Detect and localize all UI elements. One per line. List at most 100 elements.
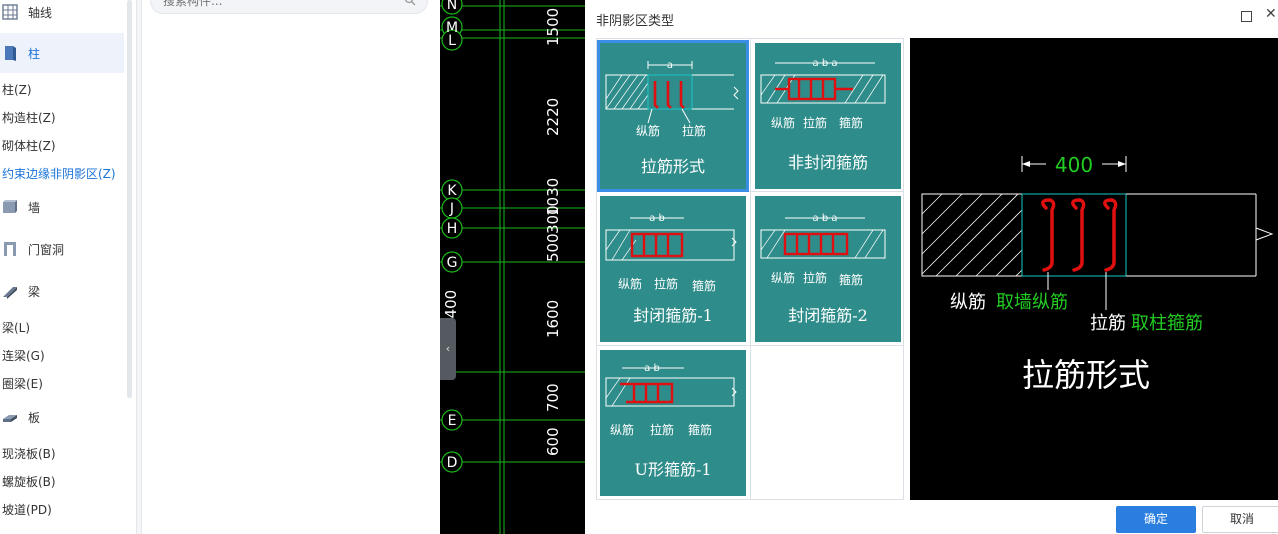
closed-stirrup-2-diagram: a b a 纵筋 拉筋 箍筋 <box>760 213 886 287</box>
sidebar-item-ring-beam[interactable]: 圈梁(E) <box>2 377 43 391</box>
longitudinal-bar-label: 纵筋 <box>950 292 986 313</box>
sidebar-item-ramp[interactable]: 坡道(PD) <box>2 503 52 517</box>
dimension-label: a b <box>644 363 660 374</box>
dimension-text: 300 <box>544 205 562 234</box>
axis-label: L <box>448 33 456 49</box>
search-icon[interactable] <box>404 0 416 6</box>
sidebar-item-coupling-beam[interactable]: 连梁(G) <box>2 349 45 363</box>
option-label: 拉筋形式 <box>640 157 705 176</box>
ok-button[interactable]: 确定 <box>1116 506 1196 533</box>
category-door-window[interactable]: 门窗洞 <box>0 229 124 269</box>
axis-label: H <box>447 221 458 237</box>
dimension-label: a b a <box>813 58 838 69</box>
dimension-text: 700 <box>544 383 562 412</box>
component-list-panel <box>142 0 440 534</box>
sidebar-item-column[interactable]: 柱(Z) <box>2 83 32 97</box>
sidebar-item-spiral-slab[interactable]: 螺旋板(B) <box>2 475 56 489</box>
door-icon <box>4 242 16 256</box>
category-label: 轴线 <box>28 5 53 20</box>
dimension-text: 600 <box>544 427 562 456</box>
sidebar-item-masonry-column[interactable]: 砌体柱(Z) <box>2 139 56 153</box>
category-axis[interactable]: 轴线 <box>0 0 124 32</box>
dimension-text: 1500 <box>544 8 562 46</box>
axis-label: D <box>447 455 458 471</box>
tie-bar-label: 拉筋 <box>803 115 827 130</box>
category-wall[interactable]: 墙 <box>0 187 124 227</box>
open-stirrup-diagram: a b a 纵筋 拉筋 箍筋 <box>760 58 886 130</box>
axis-label: J <box>449 201 454 217</box>
longitudinal-bar-label: 纵筋 <box>771 115 795 130</box>
option-closed-stirrup-1[interactable]: a b 纵筋 拉筋 箍筋 封闭箍筋-1 <box>600 196 746 342</box>
panel-divider[interactable] <box>136 0 142 534</box>
dimension-label: a b <box>649 213 665 224</box>
tie-bar-source: 取柱箍筋 <box>1131 313 1203 334</box>
slab-icon <box>3 415 17 422</box>
category-label: 板 <box>28 410 41 425</box>
sidebar-item-beam[interactable]: 梁(L) <box>2 321 31 335</box>
dialog-title: 非阴影区类型 <box>596 14 675 29</box>
beam-icon <box>3 287 17 299</box>
stirrup-label: 箍筋 <box>839 115 863 130</box>
tie-bar-label: 拉筋 <box>803 270 827 285</box>
option-tie-bar-type[interactable]: a 纵筋 拉筋 拉筋形式 <box>597 40 749 192</box>
sidebar-scrollbar[interactable] <box>127 0 132 398</box>
dimension-text: 1030 <box>544 178 562 216</box>
option-grid: a 纵筋 拉筋 拉筋形式 a b a 纵筋 拉筋 <box>596 38 904 500</box>
close-icon[interactable]: ✕ <box>1265 6 1277 22</box>
search-input[interactable] <box>150 0 428 14</box>
wall-icon <box>3 200 17 213</box>
category-beam[interactable]: 梁 <box>0 271 124 311</box>
dimension-text: 1600 <box>544 300 562 338</box>
sidebar-item-non-shadow-zone[interactable]: 约束边缘非阴影区(Z) <box>2 167 116 181</box>
dimension-label: a <box>667 60 673 71</box>
preview-title: 拉筋形式 <box>1022 356 1151 394</box>
preview-diagram: 400 <box>921 152 1274 310</box>
category-label: 柱 <box>28 46 41 61</box>
longitudinal-bar-label: 纵筋 <box>636 123 660 138</box>
stirrup-label: 箍筋 <box>688 422 712 437</box>
axis-label: K <box>447 183 457 199</box>
stirrup-label: 箍筋 <box>839 272 863 287</box>
stirrup-label: 箍筋 <box>692 278 716 293</box>
preview-panel: 400 纵筋 取墙纵筋 拉筋 取柱箍筋 拉筋形式 <box>910 38 1278 500</box>
cad-drawing: N M L K J H G E D 1500 2220 1030 300 500… <box>440 0 585 534</box>
longitudinal-bar-source: 取墙纵筋 <box>996 292 1068 313</box>
option-label: 非封闭箍筋 <box>787 153 868 172</box>
tie-bar-label: 拉筋 <box>654 276 678 291</box>
option-label: 封闭箍筋-1 <box>633 306 713 325</box>
closed-stirrup-1-diagram: a b 纵筋 拉筋 箍筋 <box>605 213 737 293</box>
column-icon <box>5 46 16 61</box>
category-label: 墙 <box>28 200 41 215</box>
u-stirrup-diagram: a b 纵筋 拉筋 箍筋 <box>605 363 737 437</box>
dimension-text: 500 <box>544 233 562 262</box>
axis-label: N <box>447 0 457 13</box>
cancel-button[interactable]: 取消 <box>1202 506 1278 533</box>
collapse-panel-toggle[interactable]: ‹ <box>440 318 456 380</box>
sidebar-item-constructional-column[interactable]: 构造柱(Z) <box>2 111 56 125</box>
tie-bar-label: 拉筋 <box>682 123 706 138</box>
option-label: U形箍筋-1 <box>634 460 712 479</box>
longitudinal-bar-label: 纵筋 <box>618 276 642 291</box>
option-closed-stirrup-2[interactable]: a b a 纵筋 拉筋 箍筋 封闭箍筋-2 <box>755 196 901 342</box>
axis-label: G <box>447 255 458 271</box>
longitudinal-bar-label: 纵筋 <box>610 422 634 437</box>
category-column[interactable]: 柱 <box>0 33 124 73</box>
dimension-label: a b a <box>813 213 838 224</box>
preview-dimension: 400 <box>1055 153 1093 177</box>
non-shadow-zone-type-dialog: 非阴影区类型 ✕ a 纵筋 拉筋 拉筋形式 <box>585 0 1278 534</box>
category-label: 梁 <box>28 284 41 299</box>
dimension-text: 2220 <box>544 98 562 136</box>
axis-label: M <box>446 20 458 36</box>
tie-bar-label: 拉筋 <box>1090 313 1126 334</box>
category-label: 门窗洞 <box>28 242 65 257</box>
axis-label: E <box>448 413 457 429</box>
option-u-stirrup-1[interactable]: a b 纵筋 拉筋 箍筋 U形箍筋-1 <box>600 350 746 496</box>
sidebar-item-cast-slab[interactable]: 现浇板(B) <box>2 447 56 461</box>
cad-canvas[interactable]: N M L K J H G E D 1500 2220 1030 300 500… <box>440 0 585 534</box>
maximize-icon[interactable] <box>1241 11 1252 22</box>
grid-icon <box>2 4 18 20</box>
category-slab[interactable]: 板 <box>0 397 124 437</box>
tie-bar-diagram: a 纵筋 拉筋 <box>605 60 739 138</box>
component-sidebar: 轴线 柱 柱(Z) 构造柱(Z) 砌体柱(Z) 约束边缘非阴影区(Z) 墙 门窗… <box>0 0 130 534</box>
option-open-stirrup[interactable]: a b a 纵筋 拉筋 箍筋 非封闭箍筋 <box>755 43 901 189</box>
